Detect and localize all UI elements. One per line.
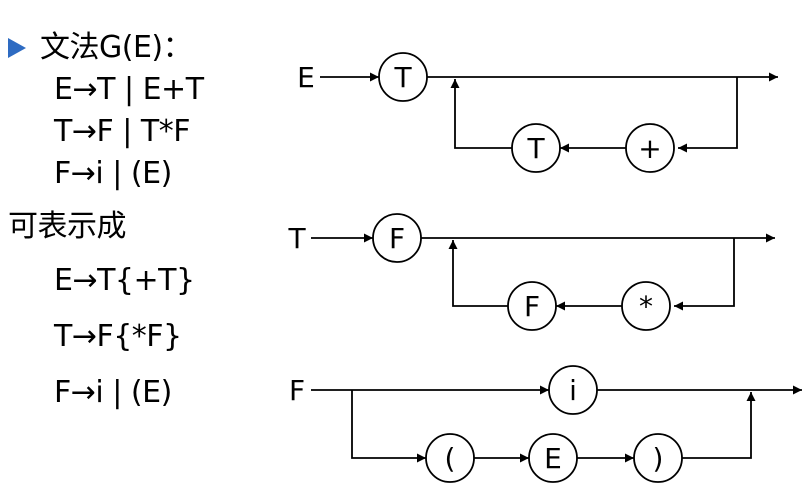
representation-heading: 可表示成 <box>8 209 127 244</box>
diagram-e-node-t: T <box>393 61 412 94</box>
bullet-triangle-icon <box>8 38 26 58</box>
grammar-rule-f: F→i | (E) <box>54 156 172 191</box>
diagram-f <box>311 365 802 483</box>
diagram-t-label: T <box>287 222 306 255</box>
diagram-f-node-lparen: ( <box>445 442 456 475</box>
diagram-e-loop-node-t: T <box>526 132 545 165</box>
ebnf-rule-t: T→F{*F} <box>54 319 182 354</box>
diagram-f-node-i: i <box>569 374 577 407</box>
diagram-t-loop-node-f: F <box>524 290 540 323</box>
diagram-e <box>320 52 778 173</box>
ebnf-rule-e: E→T{+T} <box>54 263 195 298</box>
grammar-rule-t: T→F | T*F <box>54 114 190 149</box>
grammar-rule-e: E→T | E+T <box>54 72 204 107</box>
diagram-f-node-e: E <box>544 442 562 475</box>
diagram-e-node-plus: + <box>638 132 661 165</box>
grammar-heading: 文法G(E)： <box>40 30 193 65</box>
diagram-e-label: E <box>297 61 315 94</box>
ebnf-rule-f: F→i | (E) <box>54 375 172 410</box>
diagram-t-node-f: F <box>389 222 405 255</box>
diagram-f-node-rparen: ) <box>653 442 664 475</box>
diagram-t-node-star: * <box>639 290 653 323</box>
diagram-t <box>311 213 775 331</box>
diagram-f-label: F <box>289 374 305 407</box>
